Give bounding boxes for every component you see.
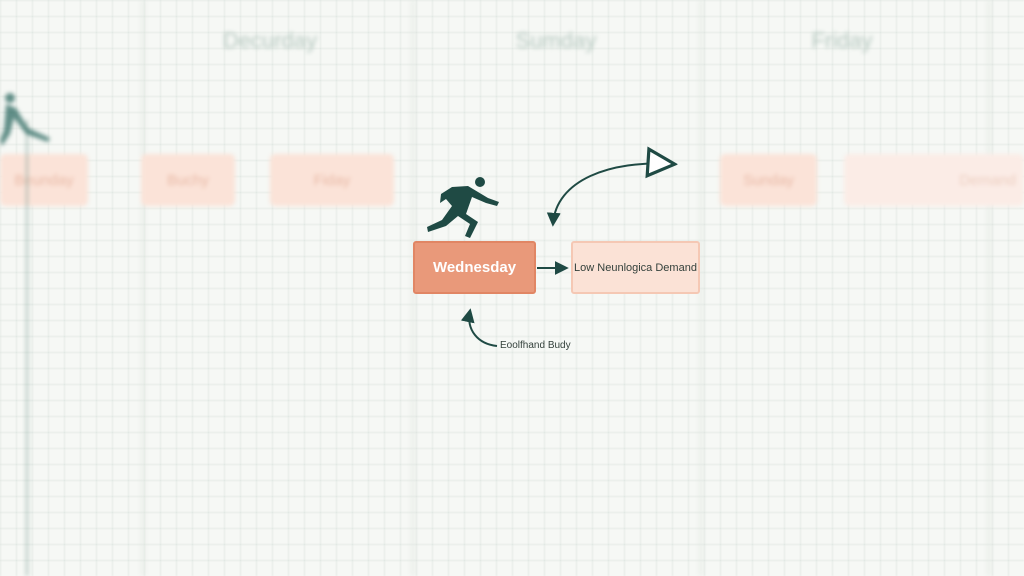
caption-label: Eoolfhand Budy	[500, 340, 571, 351]
ghost-box-3: Fiday	[270, 154, 394, 206]
demand-node: Low Neunlogica Demand	[571, 241, 700, 294]
day-header-3: Friday	[811, 28, 873, 53]
column-divider	[700, 0, 702, 576]
day-header-2: Sumday	[515, 28, 597, 53]
ghost-box-5: Demand	[844, 154, 1024, 206]
curved-arrow-bottom	[460, 308, 498, 347]
day-header-1: Decurday	[222, 28, 318, 53]
wednesday-node: Wednesday	[413, 241, 536, 294]
runner-icon	[427, 177, 499, 238]
column-divider	[988, 0, 990, 576]
curved-arrow-top	[553, 164, 672, 225]
ghost-box-2: Buchy	[141, 154, 235, 206]
ghost-runner-icon	[0, 93, 50, 146]
column-divider	[142, 0, 144, 576]
ghost-box-4: Sunday	[720, 154, 817, 206]
ghost-box-1: Beunday	[0, 154, 88, 206]
